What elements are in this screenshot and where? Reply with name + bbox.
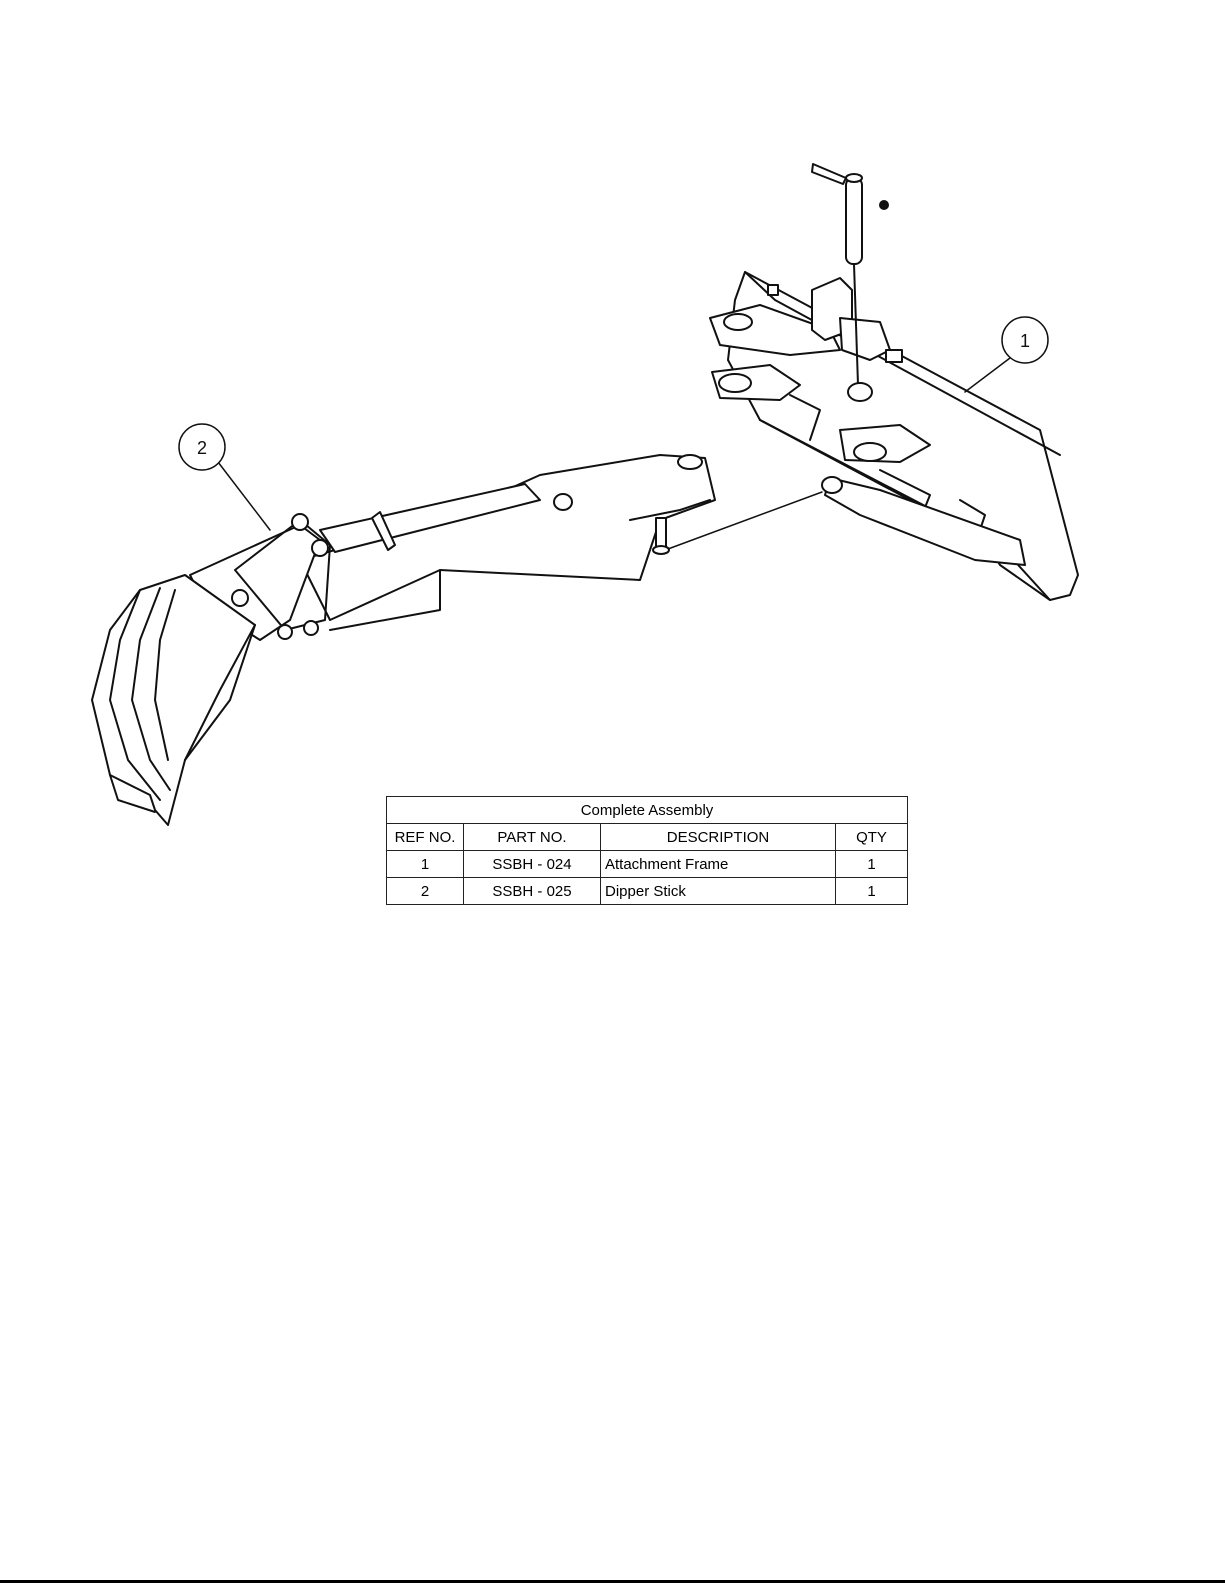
table-row: 1 SSBH - 024 Attachment Frame 1 (387, 851, 908, 878)
cell-part-no: SSBH - 025 (464, 878, 601, 905)
header-qty: QTY (836, 824, 908, 851)
cell-description: Dipper Stick (601, 878, 836, 905)
table-title-row: Complete Assembly (387, 797, 908, 824)
cell-ref-no: 2 (387, 878, 464, 905)
table-row: 2 SSBH - 025 Dipper Stick 1 (387, 878, 908, 905)
cell-description: Attachment Frame (601, 851, 836, 878)
header-description: DESCRIPTION (601, 824, 836, 851)
callout-1-label: 1 (1020, 331, 1030, 351)
attachment-frame (710, 164, 1078, 600)
header-ref-no: REF NO. (387, 824, 464, 851)
table-header-row: REF NO. PART NO. DESCRIPTION QTY (387, 824, 908, 851)
parts-table: Complete Assembly REF NO. PART NO. DESCR… (386, 796, 908, 905)
cell-part-no: SSBH - 024 (464, 851, 601, 878)
callout-1: 1 (1002, 317, 1048, 363)
dipper-stick (92, 455, 715, 825)
table-title: Complete Assembly (387, 797, 908, 824)
cell-qty: 1 (836, 851, 908, 878)
callout-2-label: 2 (197, 438, 207, 458)
header-part-no: PART NO. (464, 824, 601, 851)
page-bottom-rule (0, 1580, 1225, 1583)
callout-2: 2 (179, 424, 225, 470)
cell-qty: 1 (836, 878, 908, 905)
cell-ref-no: 1 (387, 851, 464, 878)
